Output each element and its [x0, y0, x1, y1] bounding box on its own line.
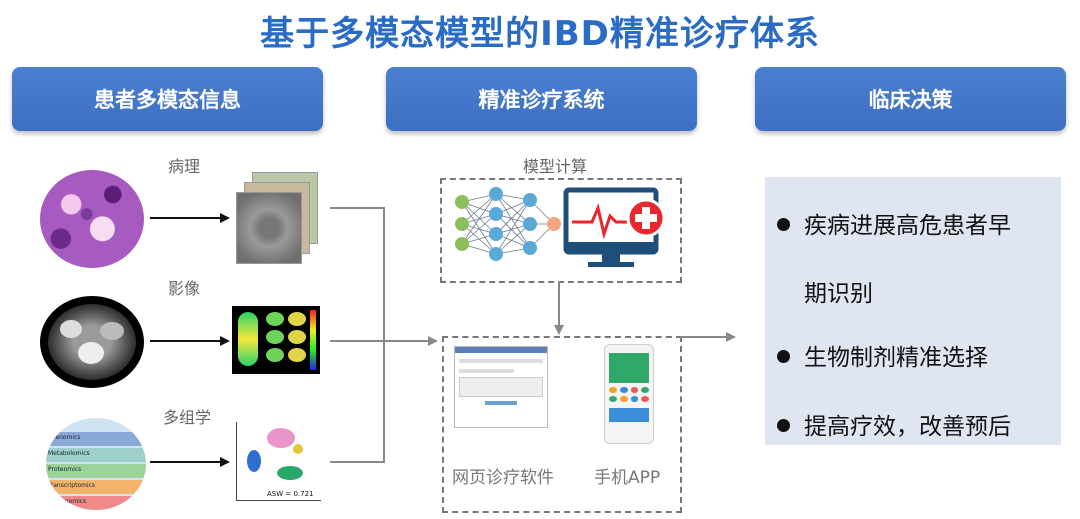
bullet-dot	[777, 419, 790, 432]
omics-layer-label: Metabolomics	[48, 450, 90, 457]
caption-web-software: 网页诊疗软件	[452, 468, 554, 488]
connector-line	[383, 207, 385, 463]
arrow-head	[554, 325, 564, 335]
arrow-head	[220, 457, 230, 467]
imaging-panel	[232, 306, 320, 374]
caption-mobile-app: 手机APP	[594, 468, 661, 488]
omics-layer-label: Proteomics	[48, 466, 82, 473]
omics-layer-label: Phenomics	[48, 434, 81, 441]
connector-line	[330, 207, 384, 209]
omics-layer-label: Epigenomics	[48, 498, 87, 505]
page-title: 基于多模态模型的IBD精准诊疗体系	[260, 14, 820, 54]
decision-item-1: 疾病进展高危患者早	[777, 195, 1057, 257]
decision-item-3-text: 提高疗效，改善预后	[804, 414, 1011, 440]
header-diagnosis-system: 精准诊疗系统	[386, 67, 697, 131]
label-omics: 多组学	[163, 408, 212, 427]
omics-layer-label: Transcriptomics	[48, 482, 96, 489]
arrow-head	[726, 332, 736, 342]
model-box	[440, 178, 682, 283]
pathology-tile	[236, 192, 302, 264]
connector-line	[330, 340, 384, 342]
mobile-app-screenshot	[604, 344, 654, 444]
bullet-dot	[777, 350, 790, 363]
label-model-calc: 模型计算	[523, 157, 588, 176]
connector-line	[330, 461, 384, 463]
bullet-dot	[777, 218, 790, 231]
web-software-screenshot	[454, 346, 548, 428]
connector-line	[558, 281, 560, 325]
decision-panel: 疾病进展高危患者早 期识别 生物制剂精准选择 提高疗效，改善预后	[765, 177, 1061, 445]
ct-scan-image	[40, 296, 144, 388]
neural-network-icon	[455, 187, 561, 261]
decision-item-2: 生物制剂精准选择	[777, 327, 1057, 389]
label-pathology: 病理	[168, 157, 201, 176]
pathology-image	[40, 170, 144, 268]
arrow-head	[428, 336, 438, 346]
multi-omics-image: Phenomics Metabolomics Proteomics Transc…	[46, 418, 146, 510]
arrow-head	[220, 336, 230, 346]
software-box: 网页诊疗软件 手机APP	[442, 336, 682, 513]
decision-item-1-cont: 期识别	[804, 281, 873, 307]
connector-line	[384, 340, 430, 342]
connector-line	[680, 336, 728, 338]
monitor-icon	[563, 187, 666, 267]
arrow-line	[150, 461, 222, 463]
arrow-head	[220, 213, 230, 223]
arrow-line	[150, 217, 222, 219]
decision-item-3: 提高疗效，改善预后	[777, 396, 1057, 458]
header-patient-info: 患者多模态信息	[12, 67, 323, 131]
asw-value: ASW = 0.721	[267, 490, 314, 498]
embedding-plot: ASW = 0.721	[236, 422, 321, 501]
arrow-line	[150, 340, 222, 342]
decision-item-2-text: 生物制剂精准选择	[804, 345, 988, 371]
header-clinical-decision: 临床决策	[755, 67, 1066, 131]
label-imaging: 影像	[168, 279, 201, 298]
decision-item-1-text: 疾病进展高危患者早	[804, 213, 1011, 239]
